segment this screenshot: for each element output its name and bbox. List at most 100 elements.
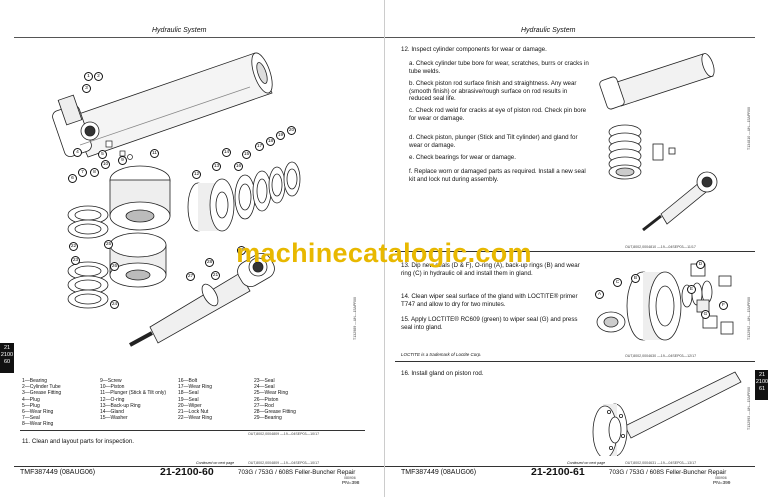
callout-14: 14 bbox=[222, 148, 231, 157]
callout-3: 3 bbox=[82, 84, 91, 93]
legend-entry: 27—Rod bbox=[254, 402, 274, 409]
right-separator-2 bbox=[395, 361, 755, 362]
right-pn: PN=399 bbox=[713, 481, 731, 486]
left-pn: PN=398 bbox=[342, 481, 360, 486]
left-section-tab: 21 2100 60 bbox=[0, 343, 14, 373]
substep-f: f. Replace worn or damaged parts as requ… bbox=[409, 168, 586, 183]
right-separator-1 bbox=[395, 251, 755, 252]
piston-rod-drawing bbox=[129, 253, 275, 347]
callout-19: 19 bbox=[276, 131, 285, 140]
gland-callout-b: B bbox=[631, 274, 640, 283]
callout-7: 7 bbox=[78, 168, 87, 177]
right-image-ref-2: T132992 —UN—15APR00 bbox=[747, 297, 751, 340]
gland-on-rod-drawing bbox=[592, 371, 742, 456]
legend-entry: 5—Plug bbox=[22, 402, 40, 409]
legend-entry: 6—Wear Ring bbox=[22, 409, 54, 415]
right-date-code: 080906 bbox=[715, 476, 727, 480]
substep-d: d. Check piston, plunger (Stick and Tilt… bbox=[409, 134, 578, 149]
step-14: 14. Clean wiper seal surface of the glan… bbox=[401, 293, 578, 308]
right-image-ref-3: T132993 —UN—15APR00 bbox=[747, 387, 751, 430]
legend-entry: 10—Piston bbox=[100, 384, 125, 391]
legend-entry: 16—Bolt bbox=[178, 378, 198, 384]
legend-entry: 23—Seal bbox=[254, 378, 275, 384]
gland-drawing bbox=[187, 161, 301, 232]
callout-17: 17 bbox=[255, 142, 264, 151]
legend-entry: 14—Gland bbox=[100, 409, 124, 415]
right-header-rule bbox=[385, 37, 755, 38]
callout-27: 27 bbox=[186, 272, 195, 281]
tab-group: 2100 bbox=[0, 352, 14, 358]
callout-23: 23 bbox=[71, 256, 80, 265]
loctite-trademark: LOCTITE is a trademark of Loctite Corp. bbox=[401, 352, 482, 357]
callout-1: 1 bbox=[84, 72, 93, 81]
left-page-number: 21-2100-60 bbox=[160, 466, 214, 478]
gland-callout-g: G bbox=[701, 310, 710, 319]
cylinder-tube-drawing bbox=[52, 52, 273, 158]
step-15: 15. Apply LOCTITE® RC609 (green) to wipe… bbox=[401, 316, 578, 331]
right-image-ref-1: T134810 —UN—15APR00 bbox=[747, 107, 751, 150]
callout-2: 2 bbox=[94, 72, 103, 81]
tab-section: 21 bbox=[3, 345, 11, 351]
right-page: Hydraulic System 12. Inspect cylinder co… bbox=[384, 0, 768, 497]
callout-4: 4 bbox=[73, 148, 82, 157]
tab-page: 60 bbox=[3, 359, 11, 365]
callout-16: 16 bbox=[234, 162, 243, 171]
callout-13: 13 bbox=[212, 162, 221, 171]
left-continued: Continued on next page bbox=[196, 461, 235, 465]
legend-entry: 1—Bearing bbox=[22, 378, 48, 384]
callout-8: 8 bbox=[90, 168, 99, 177]
legend-entry: 19—Seal bbox=[178, 396, 199, 403]
legend-entry: 4—Plug bbox=[22, 396, 40, 403]
substep-a: a. Check cylinder tube bore for wear, sc… bbox=[409, 60, 589, 75]
legend-entry: 13—Back-up Ring bbox=[100, 402, 141, 409]
right-code-ref-1: OUT,8002,0004810 —19—04SEP03—11/17 bbox=[625, 245, 696, 249]
callout-22: 22 bbox=[69, 242, 78, 251]
gland-callout-f: F bbox=[719, 301, 728, 310]
callout-11: 11 bbox=[150, 149, 159, 158]
right-page-number: 21-2100-61 bbox=[531, 466, 585, 478]
seal-stack-drawing bbox=[67, 165, 171, 309]
legend-entry: 20—Wiper bbox=[178, 402, 202, 409]
callout-21: 21 bbox=[211, 271, 220, 280]
left-manual-title: 703G / 753G / 608S Feller-Buncher Repair bbox=[238, 469, 356, 476]
left-doc-id: TMF387449 (08AUG06) bbox=[20, 469, 96, 476]
callout-26: 26 bbox=[110, 262, 119, 271]
left-date-code: 080906 bbox=[344, 476, 356, 480]
left-separator-1 bbox=[20, 430, 365, 431]
legend-entry: 25—Wear Ring bbox=[254, 390, 289, 397]
legend-entry: 24—Seal bbox=[254, 384, 275, 391]
callout-10: 10 bbox=[101, 160, 110, 169]
inspection-parts-drawing bbox=[599, 53, 718, 232]
legend-entry: 22—Wear Ring bbox=[178, 415, 213, 422]
legend-entry: 8—Wear Ring bbox=[22, 421, 54, 428]
legend-entry: 26—Piston bbox=[254, 396, 279, 403]
left-header: Hydraulic System bbox=[152, 27, 207, 34]
right-manual-title: 703G / 753G / 608S Feller-Buncher Repair bbox=[609, 469, 727, 476]
step-16: 16. Install gland on piston rod. bbox=[401, 370, 484, 377]
legend-entry: 17—Wear Ring bbox=[178, 384, 213, 391]
legend-entry: 7—Seal bbox=[22, 415, 40, 422]
substep-c: c. Check rod weld for cracks at eye of p… bbox=[409, 107, 587, 122]
cylinder-exploded-view bbox=[52, 52, 301, 347]
right-code-ref-2: OUT,8002,0004630 —19—04SEP03—12/17 bbox=[625, 354, 697, 358]
tab-group: 2100 bbox=[755, 379, 768, 385]
tab-section: 21 bbox=[758, 372, 766, 378]
gland-callout-a: A bbox=[595, 290, 604, 299]
right-footer-rule bbox=[385, 466, 755, 467]
substep-e: e. Check bearings for wear or damage. bbox=[409, 154, 516, 161]
right-header: Hydraulic System bbox=[521, 27, 576, 34]
callout-25: 25 bbox=[104, 240, 113, 249]
callout-18: 18 bbox=[266, 137, 275, 146]
right-code-ref-3: OUT,8002,0004631 —19—04SEP03—13/17 bbox=[625, 461, 697, 465]
step-12: 12. Inspect cylinder components for wear… bbox=[401, 46, 547, 53]
gland-callout-e: E bbox=[687, 285, 696, 294]
right-section-tab: 21 2100 61 bbox=[755, 370, 768, 400]
gland-callout-c: C bbox=[613, 278, 622, 287]
left-image-ref: T132989 —UN—15APR00 bbox=[353, 297, 357, 340]
callout-9: 9 bbox=[118, 156, 127, 165]
legend-entry: 28—Grease Fitting bbox=[254, 409, 296, 415]
callout-5: 5 bbox=[98, 150, 107, 159]
step-13: 13. Dip new seals (D & F), O-ring (A), b… bbox=[401, 262, 580, 277]
left-header-rule bbox=[14, 37, 384, 38]
callout-15: 15 bbox=[242, 150, 251, 159]
